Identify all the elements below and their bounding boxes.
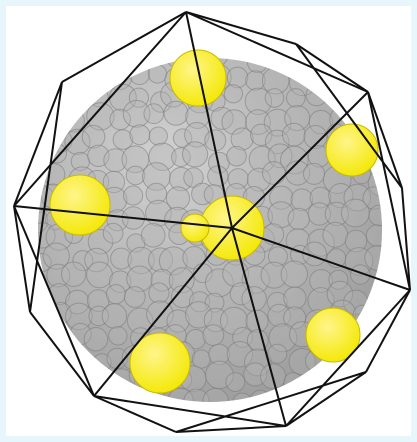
capsid-subunit bbox=[248, 53, 268, 73]
capsid-subunit bbox=[124, 287, 145, 308]
capsid-subunit bbox=[268, 344, 287, 363]
capsid-subunit bbox=[164, 101, 188, 125]
capsid-subunit bbox=[62, 109, 85, 132]
capsid-subunit bbox=[208, 166, 228, 186]
capsid-subunit bbox=[281, 261, 307, 287]
capsid-subunit bbox=[283, 123, 306, 146]
capsid-subunit bbox=[87, 262, 113, 288]
wireframe-edge bbox=[286, 372, 366, 426]
capsid-subunit bbox=[366, 225, 387, 246]
capsid-subunit bbox=[284, 373, 302, 391]
capsid-subunit bbox=[148, 65, 166, 83]
capsid-subunit bbox=[141, 224, 165, 248]
capsid-subunit bbox=[102, 304, 126, 328]
capsid-subunit bbox=[369, 205, 389, 225]
wireframe-edge bbox=[186, 12, 296, 44]
capsid-subunit bbox=[149, 127, 167, 145]
vertex-marker bbox=[326, 124, 378, 176]
capsid-subunit bbox=[61, 262, 85, 286]
capsid-subunit bbox=[126, 166, 145, 185]
capsid-subunit bbox=[183, 142, 208, 167]
capsid-subunit bbox=[306, 85, 327, 106]
capsid-subunit bbox=[103, 223, 123, 243]
capsid-subunit bbox=[288, 208, 309, 229]
capsid-subunit bbox=[291, 189, 313, 211]
capsid-subunit bbox=[284, 287, 306, 309]
capsid-subunit bbox=[129, 64, 149, 84]
capsid-subunit bbox=[365, 246, 389, 270]
capsid-subunit bbox=[226, 373, 245, 392]
vertex-marker bbox=[181, 214, 209, 242]
capsid-subunit bbox=[263, 162, 286, 185]
capsid-subunit bbox=[342, 199, 370, 227]
capsid-subunit bbox=[149, 283, 169, 303]
wireframe-edge bbox=[14, 206, 30, 312]
capsid-subunit bbox=[287, 89, 306, 108]
capsid-subunit bbox=[130, 125, 150, 145]
capsid-subunit bbox=[323, 222, 348, 247]
capsid-subunit bbox=[82, 125, 105, 148]
capsid-subunit bbox=[192, 350, 210, 368]
capsid-subunit bbox=[265, 89, 284, 108]
capsid-subunit bbox=[106, 285, 125, 304]
capsid-subunit bbox=[203, 325, 224, 346]
capsid-subunit bbox=[144, 104, 164, 124]
capsid-subunit bbox=[84, 328, 107, 351]
wireframe-edge bbox=[296, 44, 368, 92]
capsid-subunit bbox=[224, 85, 242, 103]
capsid-subunit bbox=[304, 163, 325, 184]
vertex-marker bbox=[50, 175, 110, 235]
capsid-subunit bbox=[124, 186, 143, 205]
capsid-subunit bbox=[109, 327, 127, 345]
capsid-subunit bbox=[227, 146, 247, 166]
vertex-marker bbox=[170, 50, 226, 106]
capsid-subunit bbox=[203, 388, 228, 413]
capsid-subunit bbox=[227, 67, 248, 88]
